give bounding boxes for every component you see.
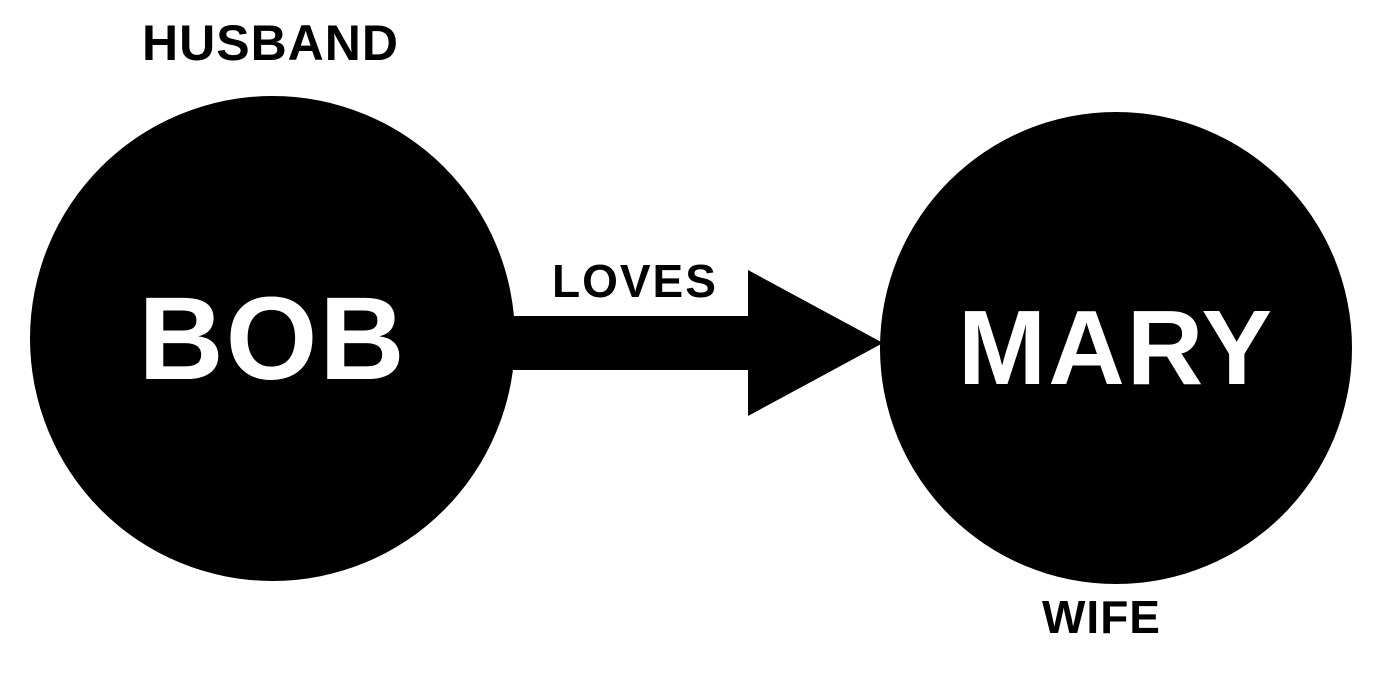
bob-node-label: BOB	[138, 272, 407, 405]
mary-node: MARY	[880, 112, 1352, 584]
wife-role-label: WIFE	[1042, 591, 1161, 643]
arrow-head-icon	[748, 270, 883, 416]
husband-role-label: HUSBAND	[142, 15, 399, 71]
arrow-shaft	[508, 316, 758, 370]
mary-node-label: MARY	[957, 289, 1275, 407]
bob-node: BOB	[30, 96, 515, 581]
loves-edge-label: LOVES	[552, 255, 718, 307]
